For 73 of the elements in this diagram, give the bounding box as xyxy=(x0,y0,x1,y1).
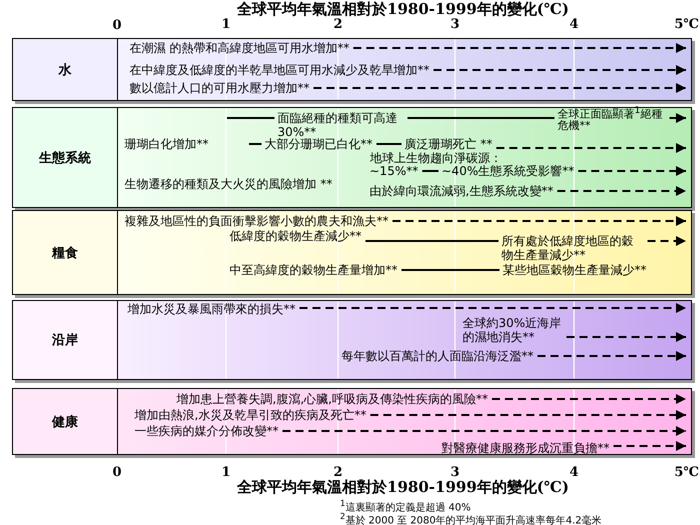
tick-label: 5℃ xyxy=(674,17,699,32)
impact-text: 一些疾病的媒介分佈改變** xyxy=(134,424,278,438)
range-line xyxy=(402,269,500,271)
impact-text: 廣泛珊瑚死亡 ** xyxy=(404,136,492,150)
tick-label: 3 xyxy=(450,465,460,480)
arrow xyxy=(538,351,686,361)
arrow xyxy=(300,303,686,313)
category-label: 水 xyxy=(13,39,118,100)
tick-label: 4 xyxy=(569,465,579,480)
category-band xyxy=(12,38,692,101)
axis-title: 全球平均年氣溫相對於1980-1999年的變化(℃) xyxy=(237,0,569,18)
tick-label: 0 xyxy=(112,18,122,32)
arrow xyxy=(648,236,686,246)
impact-text: 在潮濕 的熱帶和高緯度地區可用水增加** xyxy=(130,40,350,54)
category-band xyxy=(12,210,692,295)
impact-text: 所有處於低緯度地區的穀物生產量減少** xyxy=(502,234,644,262)
impact-text: 珊瑚白化增加** xyxy=(124,136,208,150)
tick-label: 5℃ xyxy=(674,465,699,480)
arrow xyxy=(492,394,686,404)
axis-title: 全球平均年氣溫相對於1980-1999年的變化(℃) xyxy=(237,478,569,497)
arrow xyxy=(370,410,686,420)
impact-text: 數以億計人口的可用水壓力增加** xyxy=(130,80,310,94)
arrow xyxy=(314,83,686,93)
range-line xyxy=(249,143,262,145)
impact-text: 增加由熱浪,水災及乾旱引致的疾病及死亡** xyxy=(134,408,366,422)
impact-text: 低緯度的穀物生產減少** xyxy=(230,228,362,242)
arrow xyxy=(496,143,686,153)
arrow xyxy=(557,186,686,196)
impact-text: 中至高緯度的穀物生產量增加** xyxy=(230,262,398,276)
tick-label: 1 xyxy=(221,465,231,480)
impact-text: 增加水災及暴風雨帶來的損失** xyxy=(128,302,296,316)
impact-text: 地球上生物趨向淨碳源： xyxy=(370,151,502,165)
footnote: $^{1}$這裏顯著的定義是超過 40% xyxy=(340,497,471,514)
range-line xyxy=(227,117,274,119)
category-band xyxy=(12,388,692,455)
impact-text: 大部分珊瑚已白化** xyxy=(264,136,372,150)
impact-text: 複雜及地區性的負面衝擊影響小數的農夫和漁夫** xyxy=(124,214,388,228)
impact-text: 在中緯度及低緯度的半乾旱地區可用水減少及乾旱增加** xyxy=(130,62,430,76)
tick-label: 2 xyxy=(333,465,343,480)
category-band xyxy=(12,107,692,208)
category-label: 糧食 xyxy=(13,211,118,294)
tick-label: 2 xyxy=(333,17,343,32)
range-line xyxy=(422,170,438,172)
tick-label: 3 xyxy=(450,17,460,32)
impact-text: 某些地區穀物生產量減少** xyxy=(502,262,646,276)
impact-text: 面臨絕種的種類可高達30%** xyxy=(278,110,404,138)
arrow xyxy=(614,441,686,451)
impact-text: ~15%** xyxy=(370,164,418,178)
impact-text: 全球約30%近海岸的濕地消失** xyxy=(462,316,562,344)
impact-text: 由於緯向環流減弱,生態系統改變** xyxy=(370,184,554,198)
impact-text: 生物遷移的種類及大火災的風險增加 ** xyxy=(124,176,332,190)
arrow xyxy=(578,166,686,176)
tick-label: 1 xyxy=(221,17,231,32)
category-label: 沿岸 xyxy=(13,301,118,379)
category-label: 生態系統 xyxy=(13,108,118,207)
tick-label: 4 xyxy=(569,17,579,32)
impact-text: 對醫療健康服務形成沉重負擔** xyxy=(442,440,610,454)
range-line xyxy=(408,117,554,119)
arrow xyxy=(392,216,686,226)
footnote: $^{2}$基於 2000 至 2080年的平均海平面升高速率每年4.2毫米 xyxy=(340,511,602,525)
arrow xyxy=(434,65,686,75)
arrow xyxy=(282,426,686,436)
range-line xyxy=(366,240,498,242)
impact-text: ~40%生態系統受影響** xyxy=(442,164,574,178)
arrow xyxy=(670,113,686,123)
category-band xyxy=(12,300,692,380)
impact-text: 增加患上營養失調,腹瀉,心臟,呼吸病及傳染性疾病的風險** xyxy=(176,392,488,406)
arrow xyxy=(566,332,686,342)
impact-text: 每年數以百萬計的人面臨沿海泛濫** xyxy=(342,348,534,362)
range-line xyxy=(376,143,402,145)
tick-label: 0 xyxy=(112,465,122,480)
category-label: 健康 xyxy=(13,389,118,454)
arrow xyxy=(353,43,686,53)
